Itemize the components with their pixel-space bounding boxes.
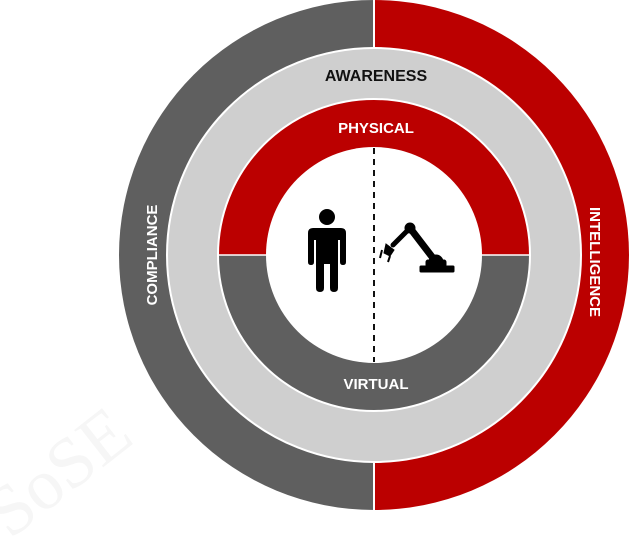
- watermark-text: SoSE: [0, 391, 146, 544]
- intelligence-label: INTELLIGENCE: [586, 207, 603, 317]
- robot-arm-icon: [379, 222, 455, 273]
- compliance-label: COMPLIANCE: [144, 205, 161, 306]
- physical-label: PHYSICAL: [338, 120, 414, 137]
- virtual-label: VIRTUAL: [344, 376, 409, 393]
- center-disc: [266, 147, 482, 363]
- person-icon: [308, 209, 346, 292]
- awareness-label: AWARENESS: [325, 68, 428, 85]
